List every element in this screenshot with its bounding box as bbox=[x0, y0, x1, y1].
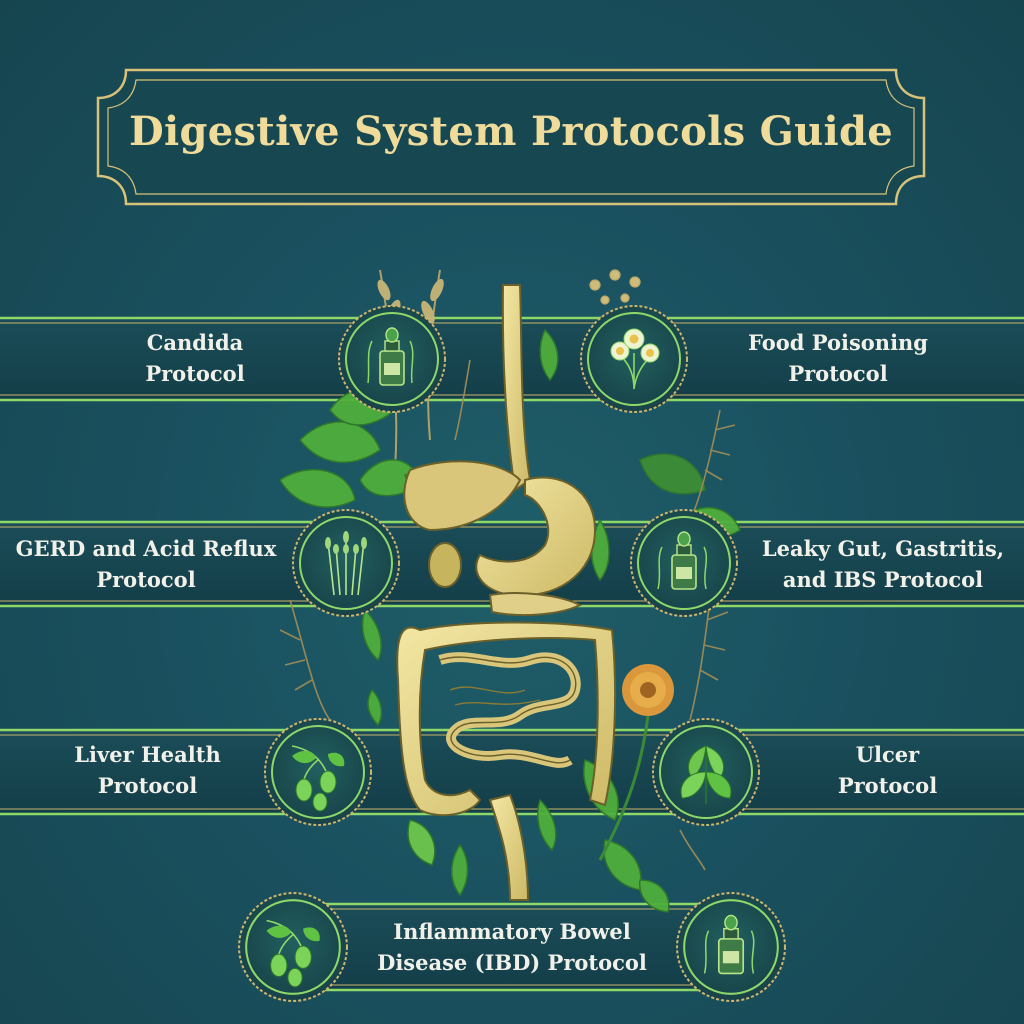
gerd-protocol-line2: Protocol bbox=[96, 567, 196, 592]
candida-protocol-line1: Candida bbox=[146, 330, 244, 355]
title-plaque bbox=[96, 68, 926, 206]
tincture-bottle-icon bbox=[657, 531, 708, 590]
food-poisoning-protocol-line2: Protocol bbox=[788, 361, 888, 386]
ibd-right-medallion bbox=[676, 892, 786, 1002]
liver-health-medallion bbox=[264, 718, 372, 826]
liver-health-protocol-label: Liver Health Protocol bbox=[40, 739, 255, 801]
ulcer-protocol-line1: Ulcer bbox=[855, 742, 920, 767]
page-title: Digestive System Protocols Guide bbox=[128, 108, 894, 155]
herb-foliage bbox=[278, 269, 741, 913]
liver-health-protocol-line2: Protocol bbox=[97, 773, 198, 798]
food-poisoning-medallion bbox=[580, 305, 688, 413]
calendula-flower bbox=[598, 664, 674, 861]
leaky-gut-protocol-line2: and IBS Protocol bbox=[782, 567, 984, 592]
food-poisoning-protocol-label: Food Poisoning Protocol bbox=[718, 327, 958, 389]
leaky-gut-protocol-line1: Leaky Gut, Gastritis, bbox=[761, 536, 1005, 561]
ibd-left-medallion bbox=[238, 892, 348, 1002]
tincture-bottle-icon bbox=[703, 914, 755, 975]
digestive-tract-illustration bbox=[396, 284, 617, 901]
ulcer-protocol-label: Ulcer Protocol bbox=[780, 739, 995, 801]
candida-protocol-line2: Protocol bbox=[145, 361, 245, 386]
chamomile-icon bbox=[610, 328, 660, 390]
gerd-protocol-label: GERD and Acid Reflux Protocol bbox=[0, 533, 292, 595]
liver-health-protocol-line1: Liver Health bbox=[74, 742, 221, 767]
ulcer-protocol-line2: Protocol bbox=[837, 773, 938, 798]
ibd-protocol-line2: Disease (IBD) Protocol bbox=[377, 950, 647, 975]
hops-icon bbox=[266, 919, 320, 988]
ulcer-medallion bbox=[652, 718, 760, 826]
food-poisoning-protocol-line1: Food Poisoning bbox=[747, 330, 928, 355]
ibd-protocol-label: Inflammatory Bowel Disease (IBD) Protoco… bbox=[362, 916, 662, 978]
candida-medallion bbox=[338, 305, 446, 413]
leaky-gut-protocol-label: Leaky Gut, Gastritis, and IBS Protocol bbox=[742, 533, 1024, 595]
band-row-4 bbox=[300, 902, 720, 992]
leaky-gut-medallion bbox=[630, 509, 738, 617]
tincture-bottle-icon bbox=[367, 327, 414, 386]
gerd-protocol-line1: GERD and Acid Reflux bbox=[15, 536, 277, 561]
candida-protocol-label: Candida Protocol bbox=[95, 327, 295, 389]
hops-icon bbox=[291, 745, 345, 812]
gerd-medallion bbox=[292, 509, 400, 617]
lavender-icon bbox=[325, 531, 367, 596]
ibd-protocol-line1: Inflammatory Bowel bbox=[393, 919, 631, 944]
mint-leaf-icon bbox=[680, 745, 732, 804]
